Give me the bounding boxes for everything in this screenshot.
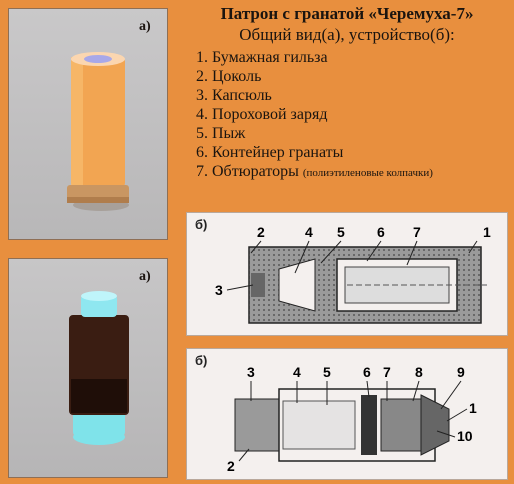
part-number: 6. bbox=[196, 144, 208, 161]
diagram1-label: б) bbox=[195, 217, 207, 232]
callout-1: 1 bbox=[483, 224, 491, 240]
parts-list-item: 1. Бумажная гильза bbox=[196, 48, 510, 67]
callout-3: 3 bbox=[215, 282, 223, 298]
parts-list-item: 2. Цоколь bbox=[196, 67, 510, 86]
part-label: Обтюраторы bbox=[212, 163, 299, 180]
callout-5: 5 bbox=[323, 364, 331, 380]
photo-top-label: а) bbox=[139, 19, 151, 34]
callout-5: 5 bbox=[337, 224, 345, 240]
grenade-section-svg: б) 3 4 5 6 7 8 9 1 10 2 bbox=[195, 353, 477, 474]
part-number: 1. bbox=[196, 49, 208, 66]
callout-2: 2 bbox=[257, 224, 265, 240]
callout-9: 9 bbox=[457, 364, 465, 380]
parts-list: 1. Бумажная гильза 2. Цоколь 3. Капсюль … bbox=[196, 48, 510, 183]
callout-6: 6 bbox=[363, 364, 371, 380]
part-number: 4. bbox=[196, 106, 208, 123]
diagram2-label: б) bbox=[195, 353, 207, 368]
callout-4: 4 bbox=[305, 224, 313, 240]
callout-3: 3 bbox=[247, 364, 255, 380]
parts-list-item: 3. Капсюль bbox=[196, 86, 510, 105]
parts-list-item: 7. Обтюраторы (полиэтиленовые колпачки) bbox=[196, 162, 510, 183]
cartridge-section-svg: б) 2 4 5 6 7 1 3 bbox=[195, 217, 491, 324]
callout-4: 4 bbox=[293, 364, 301, 380]
callout-8: 8 bbox=[415, 364, 423, 380]
grenade-image bbox=[69, 291, 129, 445]
part-label: Капсюль bbox=[212, 87, 272, 104]
photo-grenade: а) bbox=[8, 258, 168, 478]
part-label: Бумажная гильза bbox=[212, 49, 328, 66]
part-label: Пороховой заряд bbox=[212, 106, 328, 123]
photo-cartridge: а) bbox=[8, 8, 168, 240]
part-number: 7. bbox=[196, 163, 208, 180]
part-label: Контейнер гранаты bbox=[212, 144, 344, 161]
part-number: 3. bbox=[196, 87, 208, 104]
legend-block: Патрон с гранатой «Черемуха-7» Общий вид… bbox=[184, 4, 510, 183]
part-note: (полиэтиленовые колпачки) bbox=[302, 167, 433, 179]
photo-bottom-label: а) bbox=[139, 269, 151, 284]
callout-6: 6 bbox=[377, 224, 385, 240]
grenade-section-diagram: б) 3 4 5 6 7 8 9 1 10 2 bbox=[186, 348, 508, 480]
callout-1: 1 bbox=[469, 400, 477, 416]
callout-10: 10 bbox=[457, 428, 473, 444]
parts-list-item: 4. Пороховой заряд bbox=[196, 105, 510, 124]
cartridge-section-diagram: б) 2 4 5 6 7 1 3 bbox=[186, 212, 508, 336]
cartridge-image bbox=[67, 52, 129, 211]
page-title: Патрон с гранатой «Черемуха-7» bbox=[220, 4, 474, 23]
parts-list-item: 5. Пыж bbox=[196, 124, 510, 143]
callout-7: 7 bbox=[413, 224, 421, 240]
part-number: 2. bbox=[196, 68, 208, 85]
callout-7: 7 bbox=[383, 364, 391, 380]
page-subtitle: Общий вид(а), устройство(б): bbox=[239, 25, 455, 44]
part-label: Цоколь bbox=[212, 68, 262, 85]
parts-list-item: 6. Контейнер гранаты bbox=[196, 143, 510, 162]
callout-2: 2 bbox=[227, 458, 235, 474]
part-label: Пыж bbox=[212, 125, 246, 142]
part-number: 5. bbox=[196, 125, 208, 142]
